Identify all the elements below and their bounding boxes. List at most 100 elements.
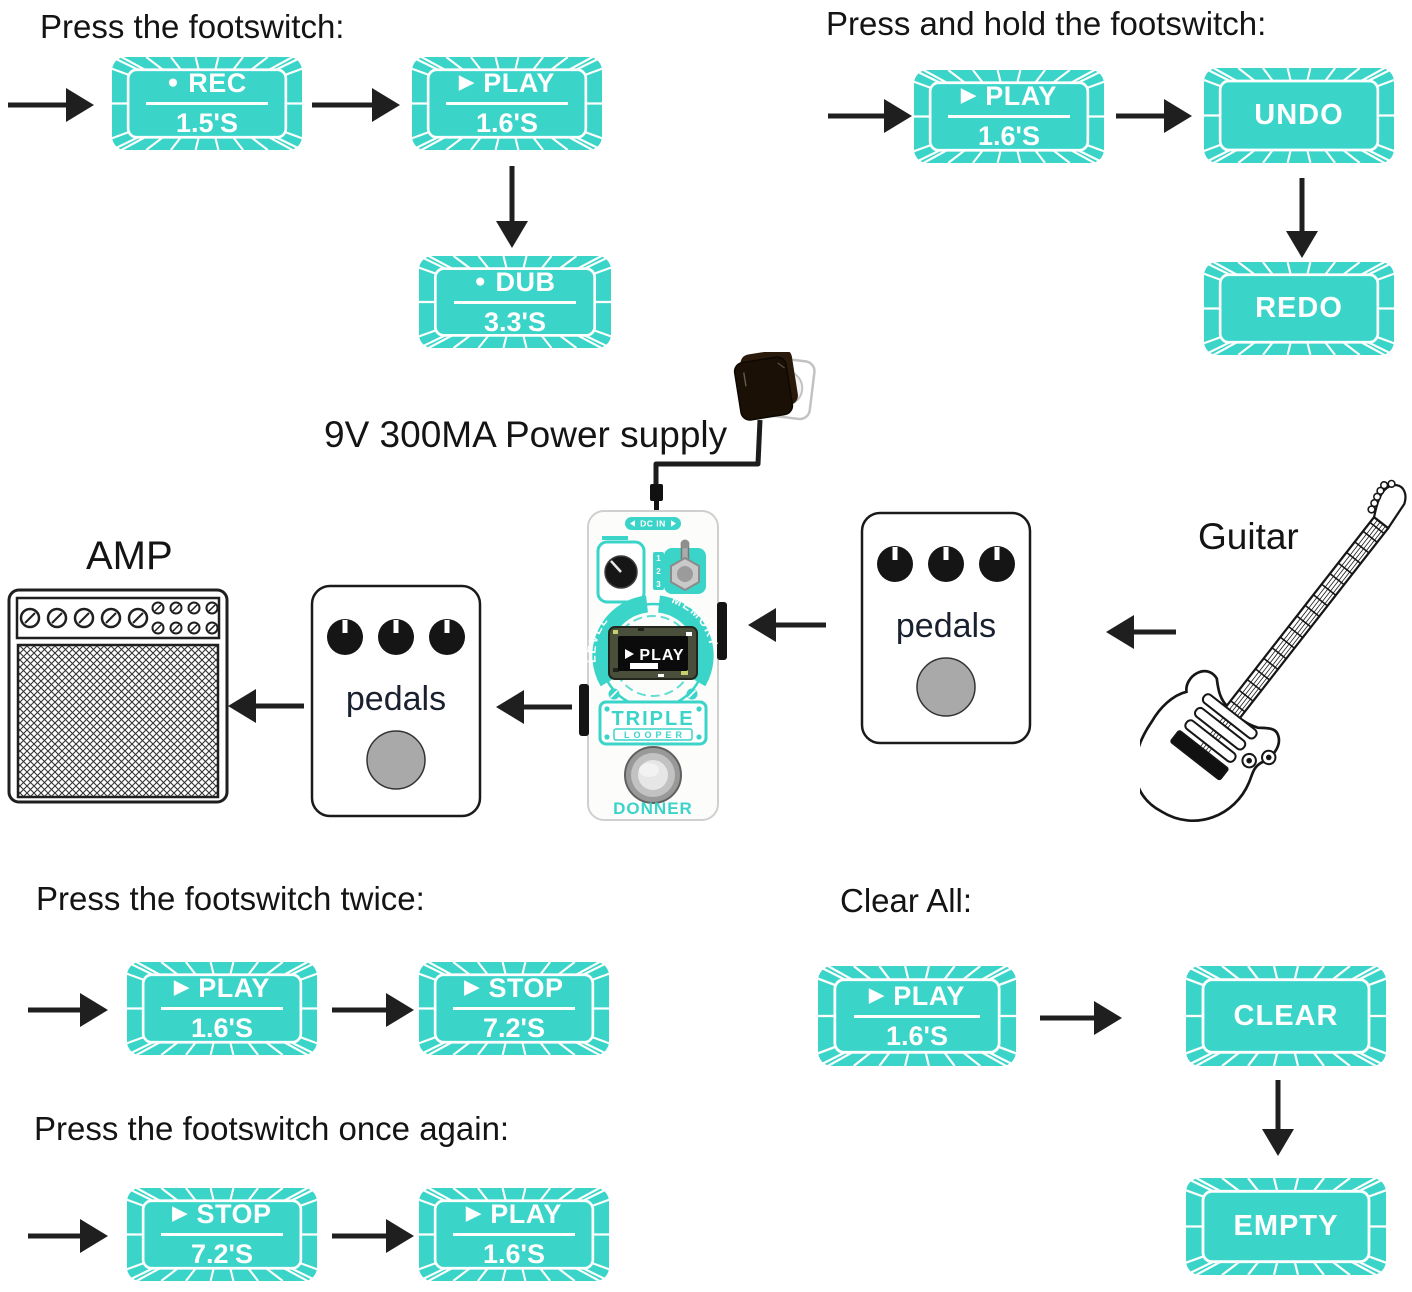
lcd-burst-background [1186, 966, 1386, 1066]
arrow-left-icon [1106, 614, 1176, 650]
arrow-right-icon [332, 1218, 414, 1254]
lcd-box-play-hold: ▶ PLAY 1.6'S [914, 70, 1104, 163]
arrow-right-icon [828, 98, 912, 134]
model-plate: TRIPLE LOOPER [598, 700, 708, 746]
pedals-label: pedals [346, 680, 446, 718]
lcd-label: DUB [495, 266, 556, 297]
record-icon: ● [167, 72, 180, 93]
guitar-tuners [1367, 479, 1396, 514]
pedal-footswitch-icon [916, 657, 976, 717]
heading-press-twice: Press the footswitch twice: [36, 880, 425, 917]
lcd-time: 7.2'S [191, 1239, 253, 1269]
lcd-burst-background [112, 57, 302, 150]
lcd-label: REDO [1255, 292, 1343, 324]
play-icon: ▶ [172, 1203, 188, 1224]
guitar-bridge [1170, 730, 1229, 781]
play-icon: ▶ [466, 1203, 482, 1224]
arrow-right-icon [1116, 98, 1192, 134]
lcd-burst-background [1204, 262, 1394, 355]
pedal-knob-icon [327, 619, 465, 655]
play-icon: ▶ [869, 984, 885, 1006]
lcd-box-play-clear: ▶ PLAY 1.6'S [818, 966, 1016, 1066]
amp-control-panel [15, 596, 221, 640]
arrow-down-icon [1284, 178, 1320, 258]
power-supply-label: 9V 300MA Power supply [324, 414, 728, 455]
channel-3-label: 3 [656, 580, 661, 589]
amp-illustration [6, 583, 230, 809]
amp-grille [16, 643, 220, 799]
lcd-box-clear: CLEAR [1186, 966, 1386, 1066]
arrow-down-icon [494, 166, 530, 248]
channel-1-label: 1 [656, 554, 661, 563]
brand-label: DONNER [613, 799, 693, 818]
amp-label: AMP [86, 534, 173, 578]
amp-small-knob-icon [151, 601, 219, 635]
lcd-time: 7.2'S [483, 1013, 545, 1043]
lcd-label: CLEAR [1233, 999, 1339, 1032]
power-adapter-illustration [640, 352, 820, 517]
play-icon: ▶ [961, 85, 977, 106]
lcd-time: 1.6'S [886, 1020, 948, 1051]
play-icon: ▶ [464, 977, 480, 998]
level-knob-icon [596, 536, 646, 604]
guitar-label: Guitar [1198, 516, 1299, 557]
pedals-left-illustration: pedals [309, 583, 483, 819]
input-jack-icon [717, 602, 727, 660]
arrow-right-icon [312, 87, 400, 123]
arrow-left-icon [748, 607, 826, 643]
play-icon: ▶ [459, 72, 475, 93]
arrow-down-icon [1260, 1080, 1296, 1156]
lcd-label: PLAY [483, 68, 555, 98]
pedal-footswitch-icon [366, 730, 426, 790]
lcd-label: REC [188, 68, 247, 98]
arrow-right-icon [8, 87, 94, 123]
lcd-box-play: ▶PLAY 1.6'S [412, 57, 602, 150]
lcd-label: STOP [488, 973, 564, 1003]
lcd-label: PLAY [985, 81, 1057, 111]
lcd-label: PLAY [198, 973, 270, 1003]
lcd-box-play-again: ▶PLAY 1.6'S [419, 1188, 609, 1281]
display-play-icon [625, 649, 634, 659]
guitar-illustration [1140, 458, 1412, 836]
dc-in-label: DC IN [640, 519, 666, 529]
lcd-box-empty: EMPTY [1186, 1178, 1386, 1275]
arrow-right-icon [28, 1218, 108, 1254]
lcd-time: 1.6'S [978, 121, 1040, 151]
dc-in-badge: DC IN [625, 517, 681, 530]
amp-knob-icon [19, 607, 149, 629]
lcd-label: PLAY [893, 980, 965, 1011]
lcd-content: ●REC 1.5'S [112, 57, 302, 150]
lcd-label: UNDO [1254, 99, 1344, 131]
lcd-box-play-twice: ▶ PLAY 1.6'S [127, 962, 317, 1055]
memory-toggle-icon: 1 2 3 [653, 539, 706, 594]
lcd-box-rec: ●REC 1.5'S [112, 57, 302, 150]
pedals-label: pedals [896, 607, 996, 645]
lcd-box-redo: REDO [1204, 262, 1394, 355]
lcd-box-dub: ● DUB 3.3'S [419, 256, 611, 348]
lcd-box-stop-again: ▶STOP 7.2'S [127, 1188, 317, 1281]
lcd-box-stop-twice: ▶ STOP 7.2'S [419, 962, 609, 1055]
guitar-neck [1223, 515, 1390, 721]
heading-press-hold: Press and hold the footswitch: [826, 5, 1267, 42]
pedal-knob-icon [877, 546, 1015, 582]
record-icon: ● [474, 270, 487, 292]
lcd-burst-background [1186, 1178, 1386, 1275]
lcd-divider [146, 102, 268, 105]
lcd-label: EMPTY [1233, 1210, 1339, 1242]
looper-pedal-illustration: DC IN 1 2 3 [578, 508, 728, 823]
lcd-time: 3.3'S [484, 306, 546, 337]
memory-arc-band [657, 595, 714, 687]
lcd-time: 1.6'S [191, 1013, 253, 1043]
arrow-right-icon [1040, 1000, 1122, 1036]
arrow-head [66, 88, 94, 122]
heading-press-footswitch: Press the footswitch: [40, 8, 345, 45]
play-icon: ▶ [174, 977, 190, 998]
arrow-left-icon [228, 688, 304, 724]
heading-press-again: Press the footswitch once again: [34, 1110, 510, 1147]
lcd-time: 1.6'S [483, 1239, 545, 1269]
power-adapter-icon [733, 352, 798, 421]
lcd-burst-background [1204, 68, 1394, 163]
lcd-box-undo: UNDO [1204, 68, 1394, 163]
bezel-screw-icon [608, 688, 698, 700]
